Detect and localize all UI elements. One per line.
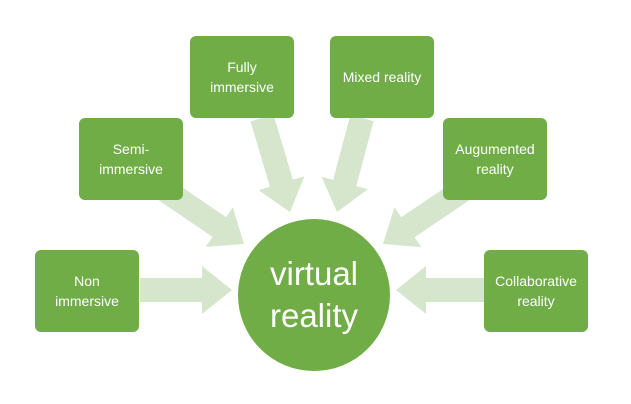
arrow-fully-immersive bbox=[250, 114, 305, 212]
arrow-collaborative-reality bbox=[396, 266, 484, 314]
node-fully-immersive: Fully immersive bbox=[190, 36, 294, 118]
arrow-mixed-reality bbox=[321, 114, 374, 212]
node-augmented-reality: Augumented reality bbox=[443, 118, 547, 200]
node-non-immersive: Non immersive bbox=[35, 250, 139, 332]
hub-virtual-reality: virtual reality bbox=[238, 219, 390, 371]
node-collaborative-reality: Collaborative reality bbox=[484, 250, 588, 332]
node-mixed-reality: Mixed reality bbox=[330, 36, 434, 118]
arrow-non-immersive bbox=[140, 266, 232, 314]
node-semi-immersive: Semi- immersive bbox=[79, 118, 183, 200]
